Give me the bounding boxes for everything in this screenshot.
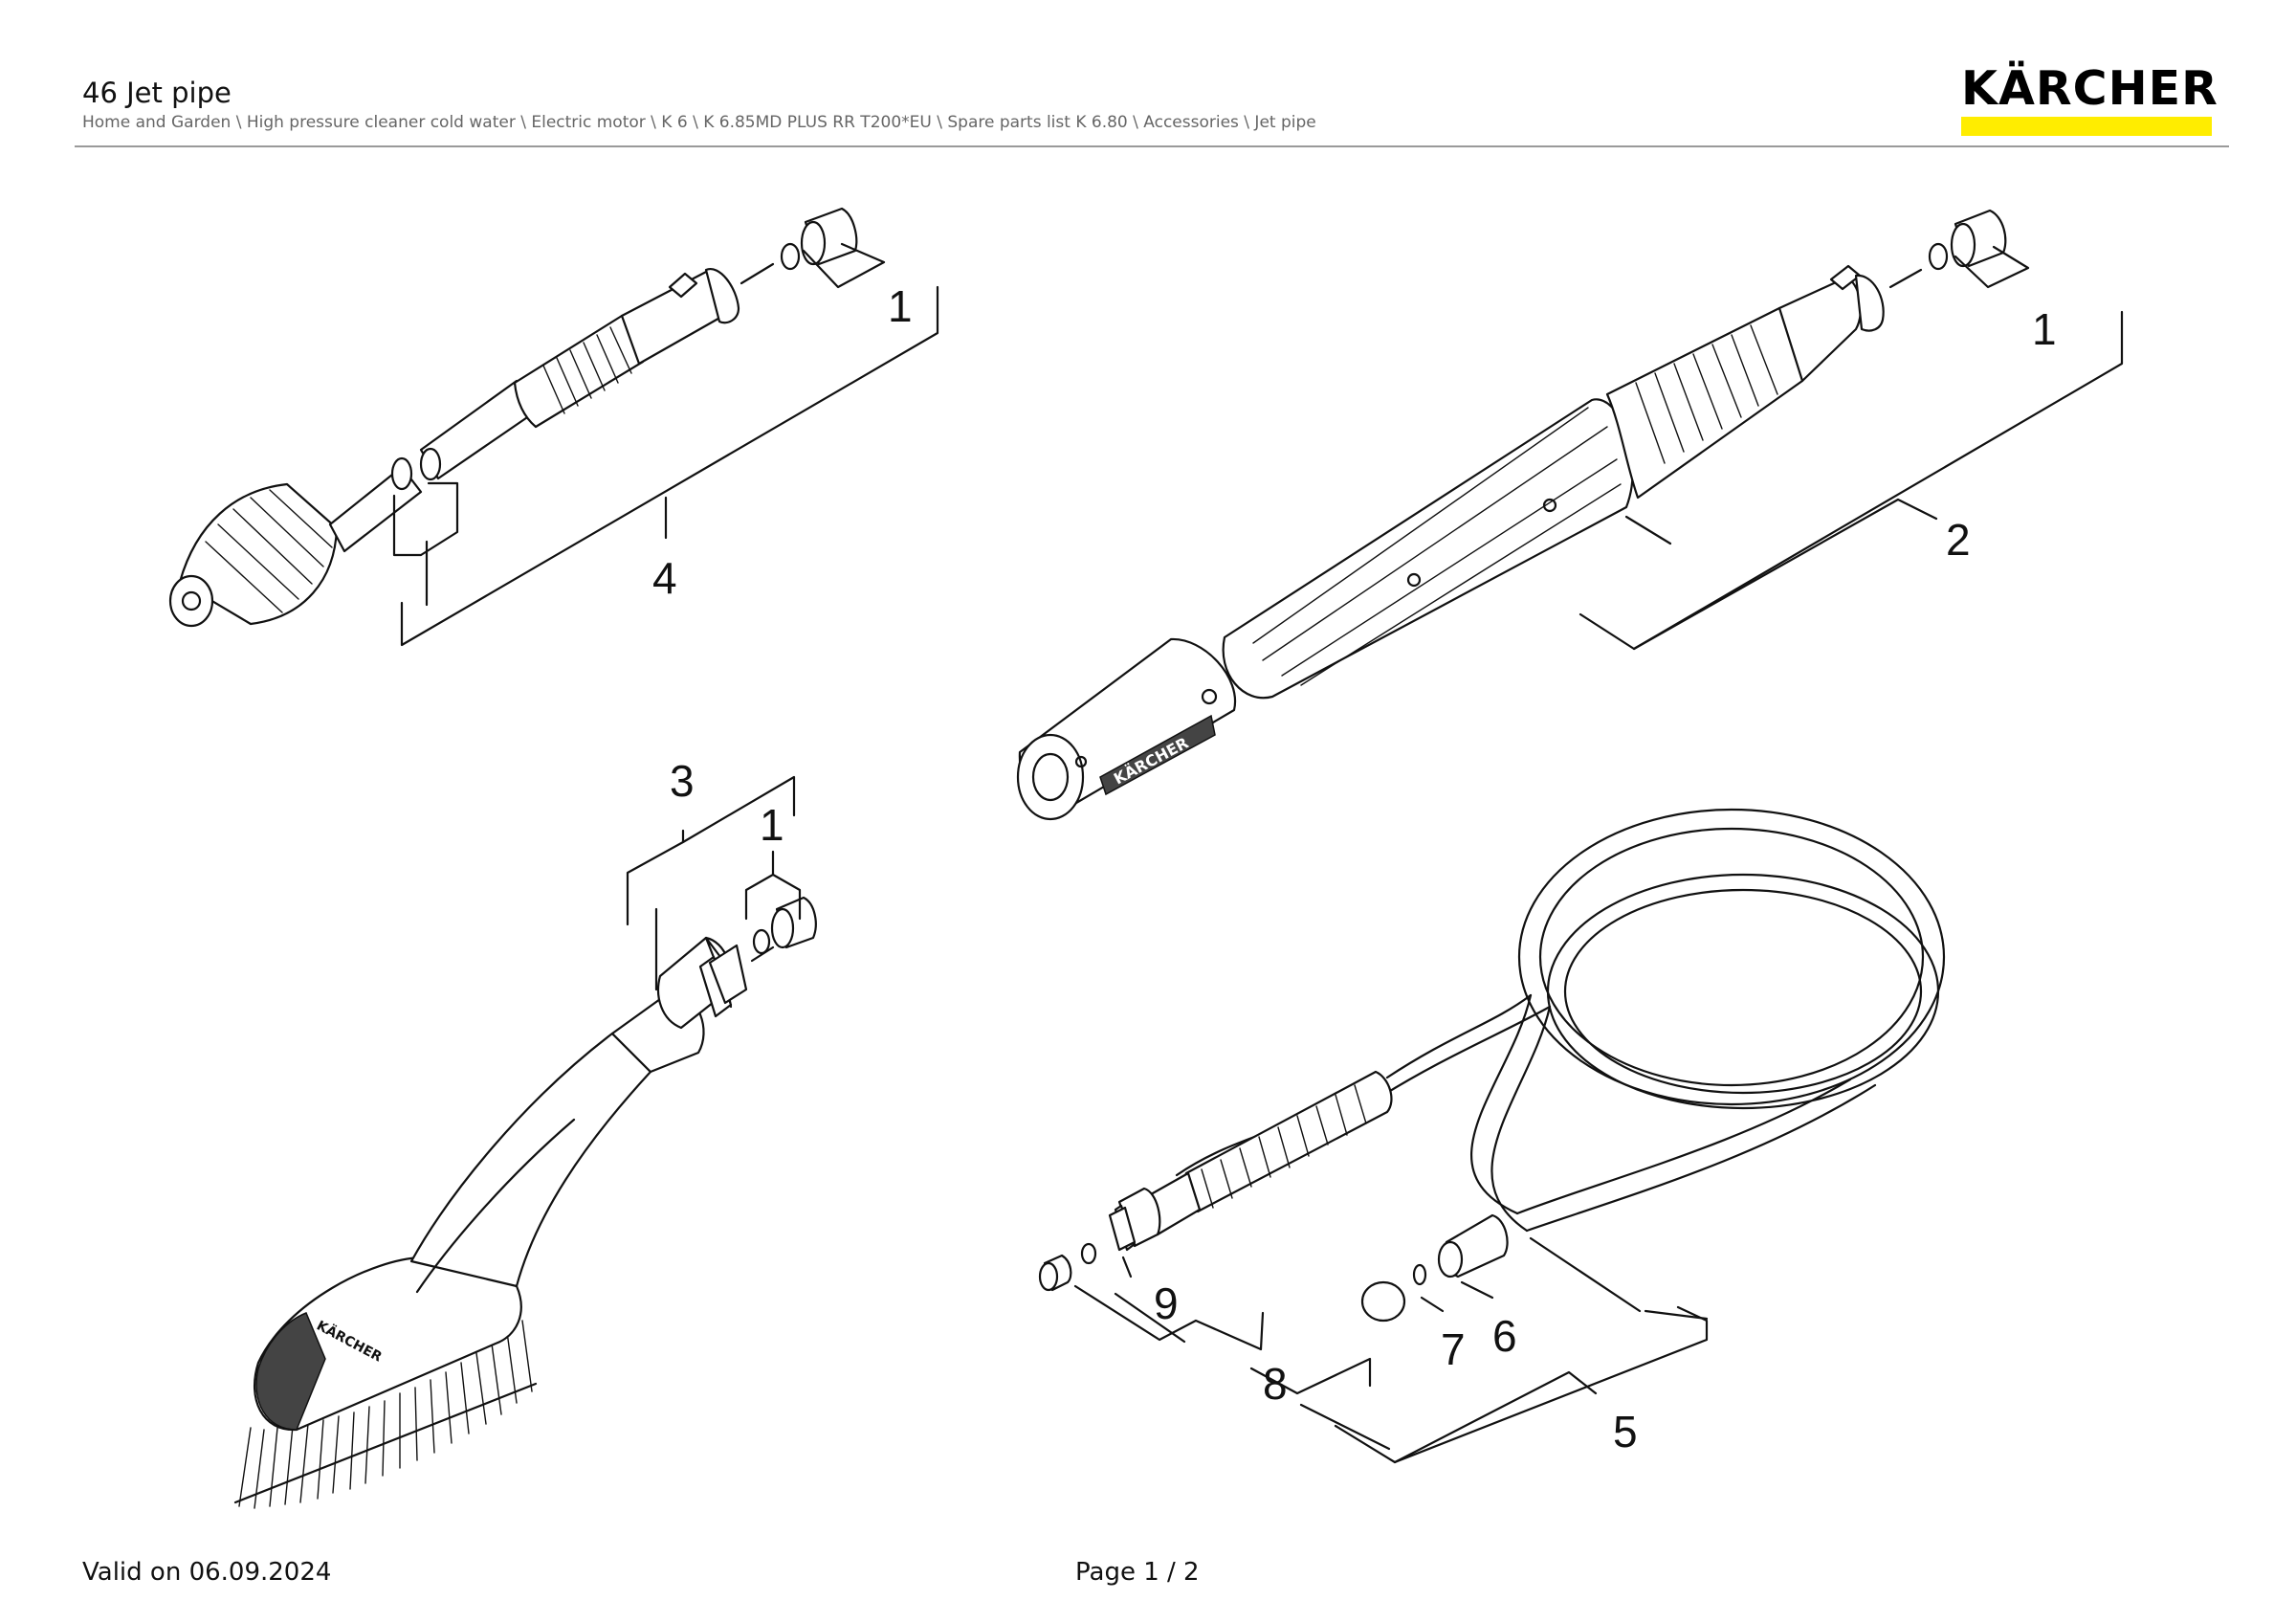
part-3-wash-brush: KÄRCHER xyxy=(233,775,796,1509)
karcher-logo: KÄRCHER xyxy=(1961,61,2219,136)
logo-wordmark: KÄRCHER xyxy=(1961,61,2219,116)
label-4: 4 xyxy=(652,553,677,603)
logo-yellow-bar xyxy=(1961,117,2212,136)
label-3: 3 xyxy=(670,756,695,806)
label-8: 8 xyxy=(1263,1359,1288,1409)
breadcrumb: Home and Garden \ High pressure cleaner … xyxy=(82,113,1316,132)
part-4-rotary-jet-pipe xyxy=(168,262,939,647)
label-9: 9 xyxy=(1154,1278,1179,1328)
label-1a: 1 xyxy=(888,281,913,331)
valid-date: Valid on 06.09.2024 xyxy=(82,1558,332,1587)
page-number: Page 1 / 2 xyxy=(1075,1558,1200,1587)
page-title: 46 Jet pipe xyxy=(82,77,232,109)
part-2-lance: KÄRCHER xyxy=(1016,264,2124,821)
part-1c-nozzle xyxy=(744,850,817,955)
label-1b: 1 xyxy=(2032,304,2057,354)
label-5: 5 xyxy=(1613,1407,1638,1456)
label-6: 6 xyxy=(1492,1311,1517,1361)
part-1b-nozzle xyxy=(1928,209,2030,289)
label-7: 7 xyxy=(1441,1324,1466,1374)
header-divider xyxy=(75,145,2229,147)
part-1a-nozzle xyxy=(780,207,886,289)
label-1c: 1 xyxy=(760,800,784,850)
label-2: 2 xyxy=(1946,515,1971,565)
part-5-hose xyxy=(1038,808,1946,1464)
